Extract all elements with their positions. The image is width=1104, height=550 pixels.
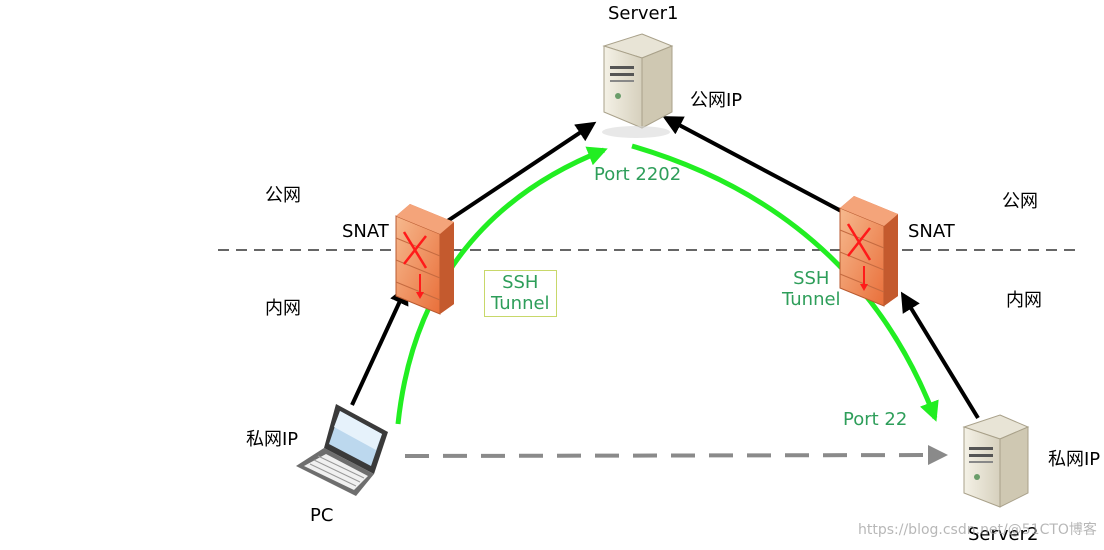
ssh-tunnel-right-line1: SSH [793, 268, 830, 289]
ssh-tunnel-left-line2: Tunnel [491, 292, 550, 314]
server2-name: Server2 [968, 524, 1039, 545]
server1-name: Server1 [608, 3, 679, 24]
port-2202-label: Port 2202 [594, 164, 682, 185]
zone-right-public: 公网 [1002, 191, 1038, 212]
firewall-right-label: SNAT [908, 221, 955, 242]
firewall-right-icon [839, 196, 898, 307]
zone-right-private: 内网 [1006, 290, 1042, 311]
link-pc-to-firewall-left [350, 284, 409, 406]
server1-icon [602, 33, 674, 138]
server1-ip: 公网IP [690, 90, 743, 111]
link-firewall-right-to-server1 [662, 116, 844, 214]
direct-path-dashed-arrow [404, 445, 948, 466]
pc-name: PC [310, 505, 334, 526]
server2-ip: 私网IP [1048, 449, 1101, 470]
server2-icon [962, 414, 1030, 508]
ssh-tunnel-left-line1: SSH [502, 272, 539, 293]
ssh-tunnel-label-left: SSH Tunnel [484, 270, 557, 318]
laptop-icon [296, 404, 388, 496]
firewall-left-icon [395, 204, 454, 315]
ssh-tunnel-right-line2: Tunnel [782, 288, 841, 310]
link-server2-to-firewall-right [900, 291, 980, 420]
ssh-tunnel-label-right: SSH Tunnel [782, 268, 841, 310]
link-firewall-left-to-server1 [444, 121, 597, 224]
firewall-left-label: SNAT [342, 221, 389, 242]
pc-ip: 私网IP [246, 429, 299, 450]
ssh-tunnel-arc-down [631, 143, 939, 422]
zone-left-public: 公网 [265, 185, 301, 206]
watermark: https://blog.csdn.net/@51CTO博客 [858, 522, 1097, 538]
zone-left-private: 内网 [265, 298, 301, 319]
port-22-label: Port 22 [843, 409, 908, 430]
